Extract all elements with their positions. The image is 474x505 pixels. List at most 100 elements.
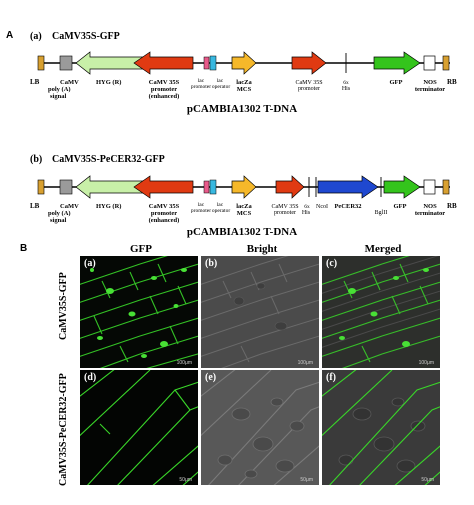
map2-gfp-arrow (383, 175, 421, 199)
map2-rb-label: RB (447, 202, 457, 210)
micro-panel-f: (f) 50μm (322, 370, 440, 485)
map2-hyg-label: HYG (R) (96, 203, 121, 210)
map1-promenh-l1: CaMV 35S (149, 79, 180, 86)
section-a-label: A (6, 30, 14, 41)
map2-lac-promoter-box (203, 180, 210, 194)
map2-lac-l2: promoter (191, 208, 211, 214)
map1-hyg-label: HYG (R) (96, 79, 121, 86)
map2-polya-l3: signal (50, 217, 66, 224)
map1-promenh-l3: (enhanced) (149, 93, 180, 100)
micro-panel-d: (d) 50μm (80, 370, 198, 485)
micro-image-f (322, 370, 440, 485)
map2-promoter-arrow (275, 175, 305, 199)
map1-caption: pCAMBIA1302 T-DNA (187, 103, 297, 115)
panel-letter-b: (b) (205, 258, 218, 269)
map2-polya-l2: poly (A) (48, 210, 71, 217)
map1-lacop-l1: lac (217, 78, 224, 84)
map1-polya-l2: poly (A) (48, 86, 71, 93)
map1-polya-l3: signal (50, 93, 66, 100)
map-2: (b) CaMV35S-PeCER32-GFP LB CaMV poly (A)… (30, 154, 457, 238)
map1-polya-l1: CaMV (60, 79, 79, 86)
map2-title: CaMV35S-PeCER32-GFP (52, 154, 165, 165)
map1-his-l1: 6x (343, 80, 349, 86)
micro-panel-a: (a) 100μm (80, 256, 198, 368)
map2-polya-l1: CaMV (60, 203, 79, 210)
map2-lacop-l2: operator (212, 208, 230, 214)
map2-ncoi-label: NcoI (316, 204, 328, 210)
scale-d: 50μm (179, 477, 192, 483)
section-b-label: B (20, 243, 28, 254)
map1-promoter-arrow (291, 51, 327, 75)
map2-pecer-label: PeCER32 (334, 203, 361, 210)
map2-lacza-arrow (231, 175, 257, 199)
map1-lac-l1: lac (198, 78, 205, 84)
map2-lb-box (37, 179, 45, 195)
map1-his-l2: His (342, 86, 351, 92)
map2-lacza-l1: lacZa (236, 203, 252, 210)
map2-polya-box (59, 179, 73, 195)
map1-promenh-l2: promoter (151, 86, 177, 93)
map2-nos-l1: NOS (423, 203, 437, 210)
panel-letter-a: (a) (84, 258, 96, 269)
scale-b: 100μm (297, 360, 313, 366)
panel-letter-c: (c) (326, 258, 338, 269)
scale-f: 50μm (421, 477, 434, 483)
micro-panel-e: (e) 50μm (201, 370, 319, 485)
map1-title: CaMV35S-GFP (52, 31, 120, 42)
col-header-bright: Bright (246, 243, 278, 255)
map1-lacop-l2: operator (212, 84, 230, 90)
map2-gfp-label: GFP (394, 203, 407, 210)
map2-his-l2: His (302, 210, 311, 216)
map1-lb-box (37, 55, 45, 71)
panel-letter-d: (d) (84, 372, 97, 383)
map2-lac-operator-box (209, 179, 217, 195)
map1-prom-l2: promoter (298, 86, 320, 92)
map2-nos-l2: terminator (415, 210, 445, 217)
map1-nos-l1: NOS (423, 79, 437, 86)
map2-caption: pCAMBIA1302 T-DNA (187, 226, 297, 238)
map2-letter: (b) (30, 154, 42, 165)
map2-lacza-l2: MCS (237, 210, 252, 217)
map1-lac-l2: promoter (191, 84, 211, 90)
col-header-merged: Merged (364, 243, 402, 255)
micro-image-a (80, 256, 198, 368)
map1-rb-box (442, 55, 450, 71)
map1-hyg-arrow (75, 51, 144, 75)
micro-panel-b: (b) 100μm (201, 256, 319, 368)
map1-lac-promoter-box (203, 56, 210, 70)
map1-gfp-label: GFP (390, 79, 403, 86)
map1-prom-l1: CaMV 35S (295, 80, 322, 86)
map2-promenh-l3: (enhanced) (149, 217, 180, 224)
map2-lb-label: LB (30, 202, 40, 210)
map1-lacza-l2: MCS (237, 86, 252, 93)
map1-nos-box (423, 55, 436, 71)
row-label-pecer: CaMV35S-PeCER32-GFP (58, 373, 69, 486)
map2-promenh-l1: CaMV 35S (149, 203, 180, 210)
map1-letter: (a) (30, 31, 42, 42)
scale-c: 100μm (418, 360, 434, 366)
scale-e: 50μm (300, 477, 313, 483)
map1-lb-label: LB (30, 78, 40, 86)
map2-rb-box (442, 179, 450, 195)
micro-panel-c: (c) 100μm (322, 256, 440, 368)
map2-hyg-arrow (75, 175, 144, 199)
micro-image-c (322, 256, 440, 368)
map2-nos-box (423, 179, 436, 195)
col-header-gfp: GFP (130, 243, 152, 255)
map2-promoter-enh-arrow (133, 175, 194, 199)
map2-prom-l2: promoter (274, 210, 296, 216)
panel-letter-e: (e) (205, 372, 217, 383)
micro-image-b (201, 256, 319, 368)
panel-letter-f: (f) (326, 372, 336, 383)
row-label-gfp: CaMV35S-GFP (58, 272, 69, 340)
map1-gfp-arrow (373, 51, 421, 75)
map1-lac-operator-box (209, 55, 217, 71)
micro-image-e (201, 370, 319, 485)
map1-promoter-enh-arrow (133, 51, 194, 75)
map1-nos-l2: terminator (415, 86, 445, 93)
map2-pecer-arrow (317, 175, 379, 199)
scale-a: 100μm (176, 360, 192, 366)
map1-lacza-arrow (231, 51, 257, 75)
micro-image-d (80, 370, 198, 485)
